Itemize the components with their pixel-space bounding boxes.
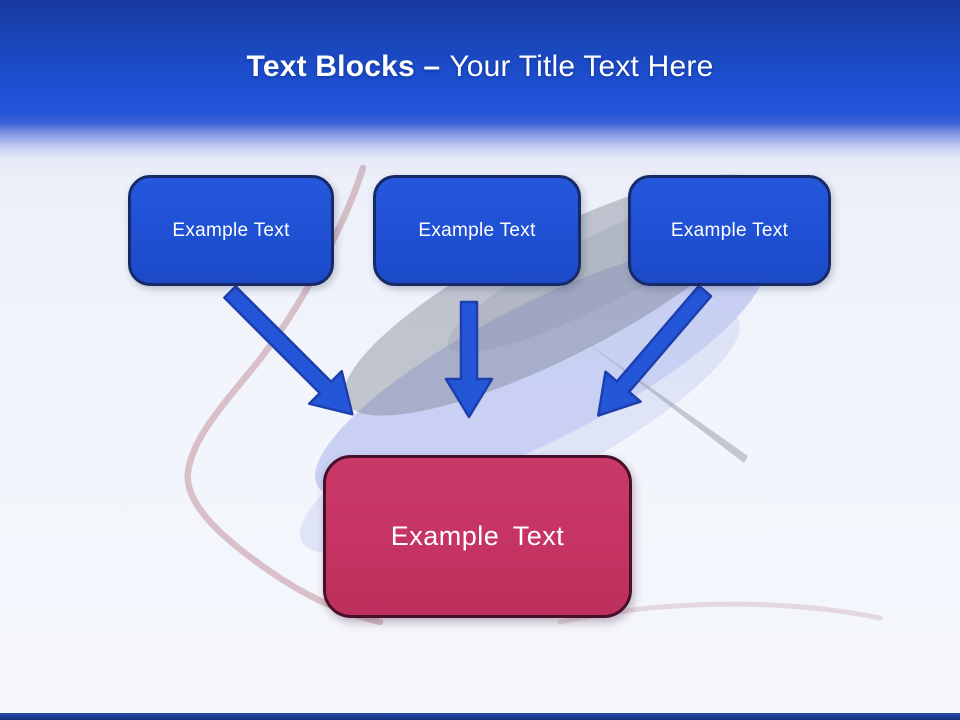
slide-title-bold: Text Blocks – — [246, 49, 441, 83]
text-block-3-label: Example Text — [670, 219, 789, 241]
arrow-right-icon — [597, 284, 713, 417]
text-block-2-label: Example Text — [418, 219, 536, 241]
slide-title: Text Blocks –Your Title Text Here — [247, 32, 714, 84]
result-block-label: Example Text — [390, 521, 565, 551]
arrow-middle-icon — [444, 300, 494, 419]
text-block-2: Example Text — [373, 175, 581, 286]
text-block-1-label: Example Text — [172, 219, 290, 241]
slide-title-subtitle: Your Title Text Here — [449, 49, 714, 83]
title-bar: Text Blocks –Your Title Text Here — [0, 0, 960, 115]
result-block: Example Text — [323, 455, 632, 618]
text-block-3: Example Text — [628, 175, 831, 286]
text-block-1: Example Text — [128, 175, 334, 286]
footer-accent-bar — [0, 713, 960, 720]
arrow-left-icon — [223, 285, 354, 416]
